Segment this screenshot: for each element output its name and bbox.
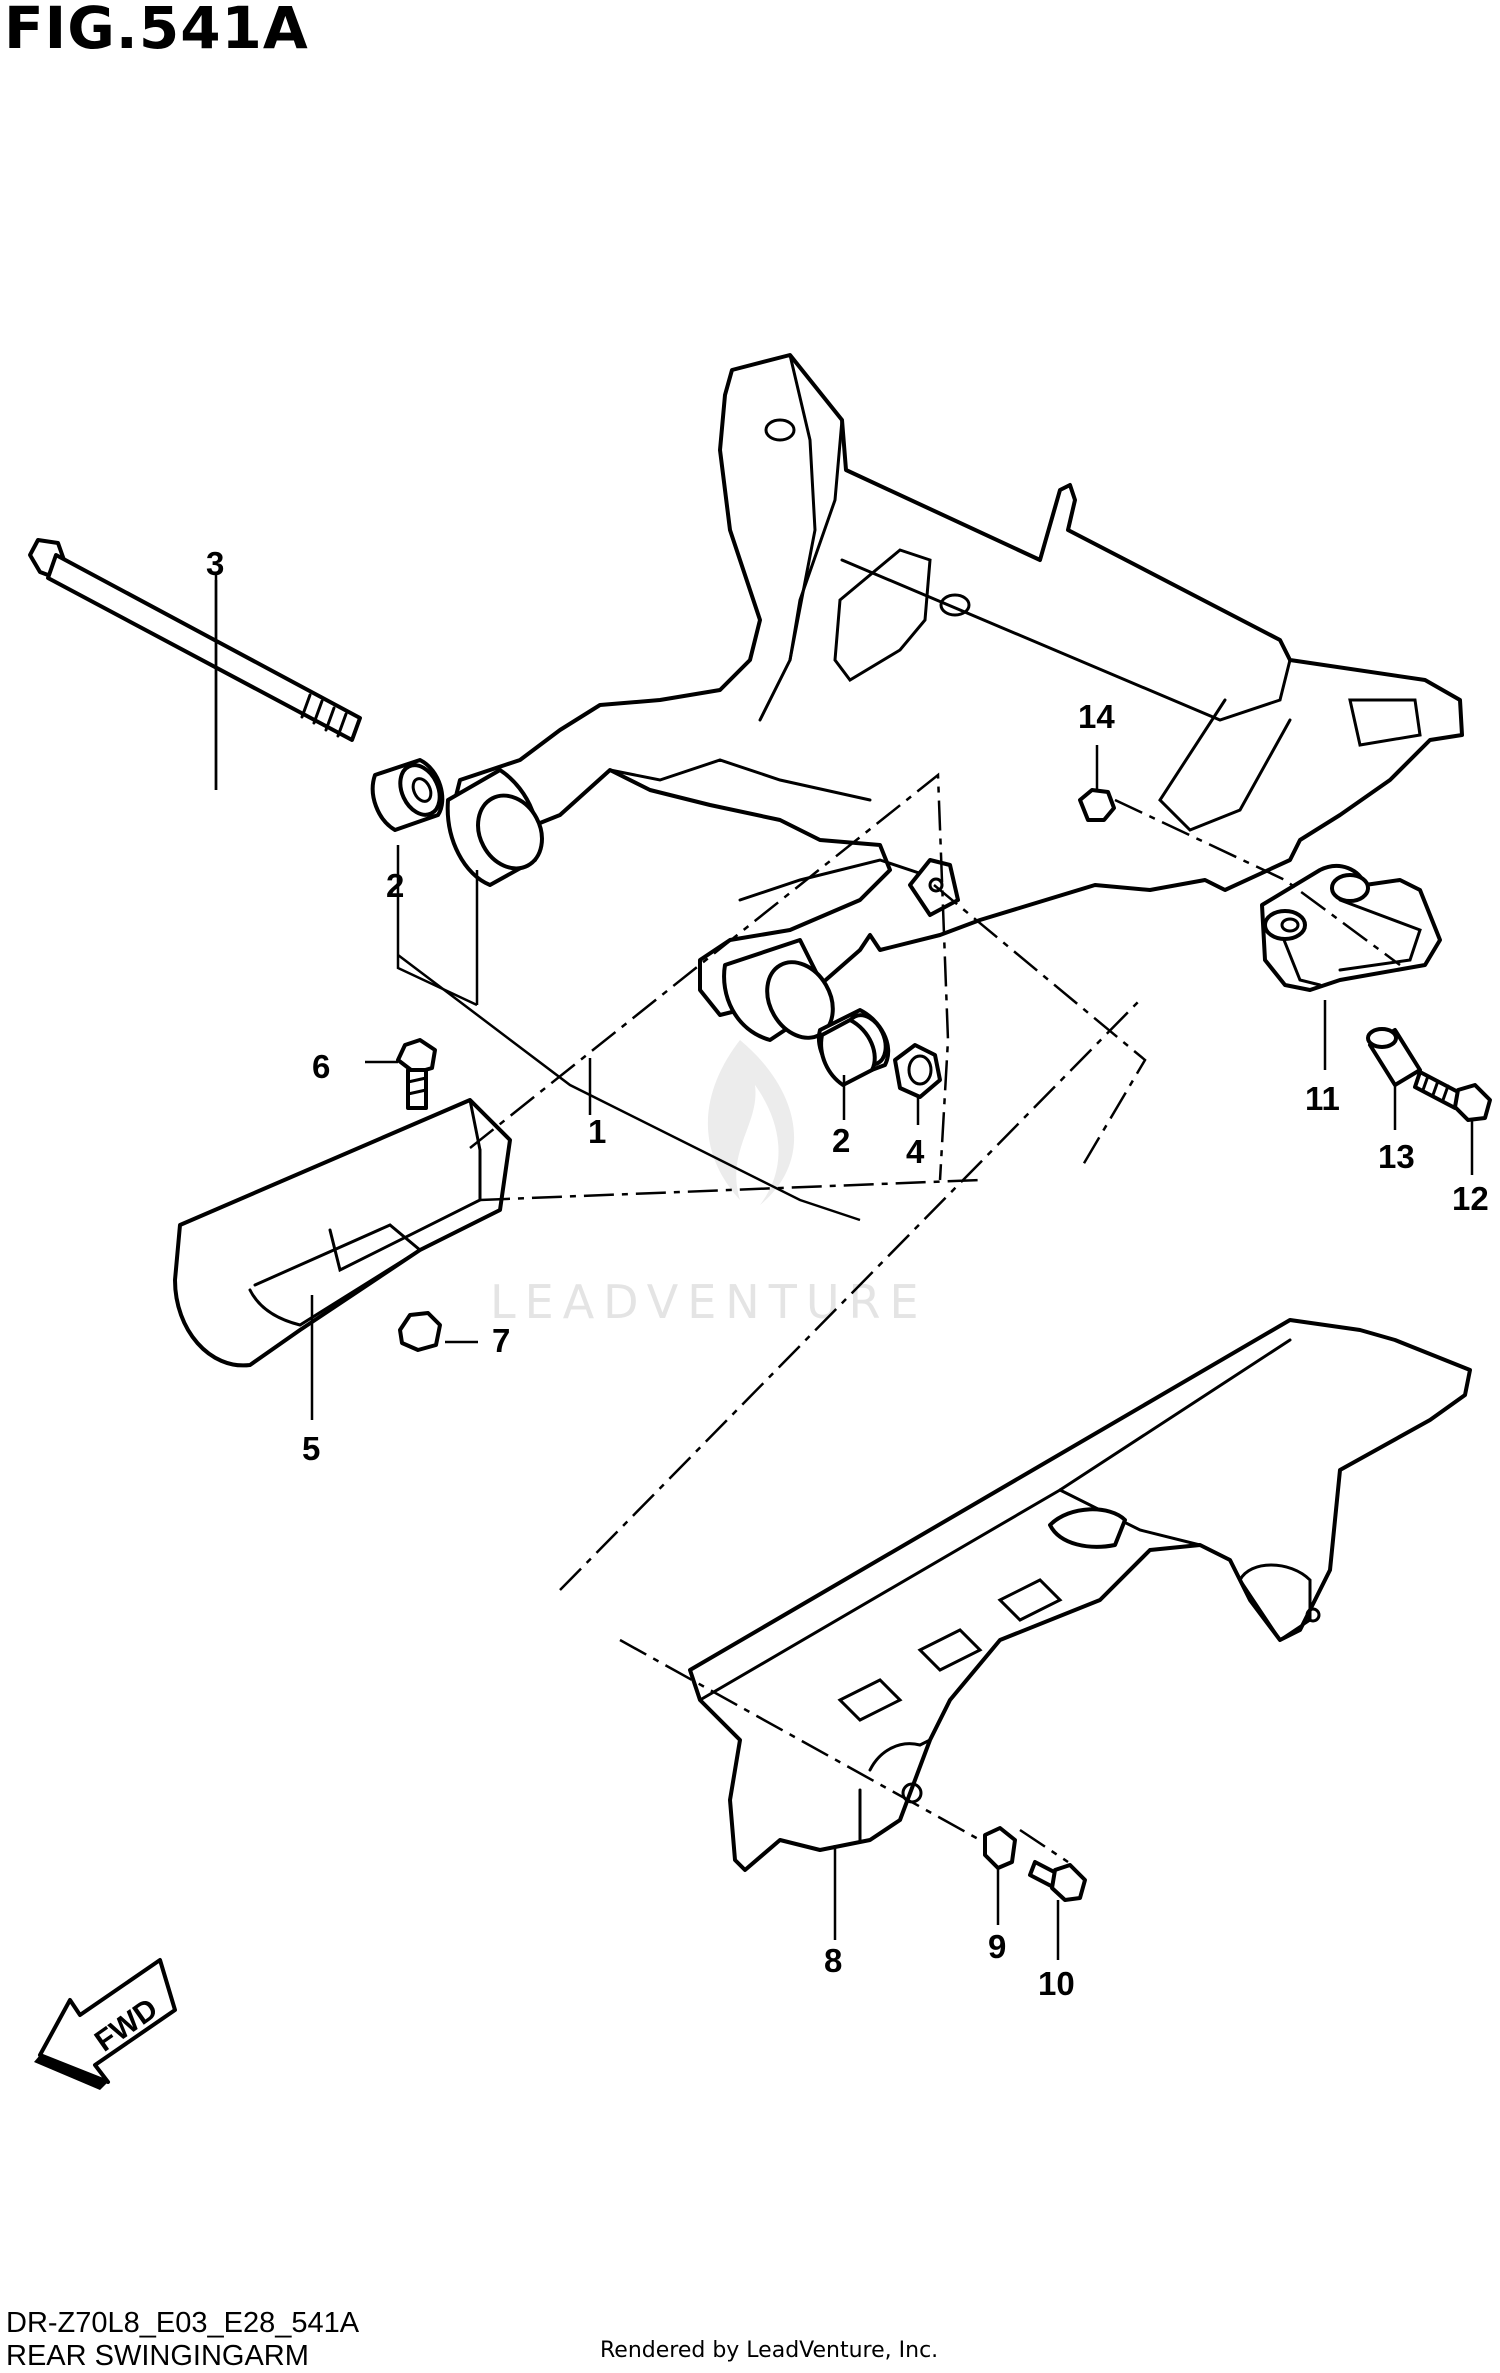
figure-title: FIG.541A — [4, 0, 309, 62]
callout-1: 1 — [588, 1113, 606, 1150]
callout-8: 8 — [824, 1942, 842, 1979]
callout-7: 7 — [492, 1322, 510, 1359]
nut-part-14 — [1078, 788, 1116, 822]
alignment-lines — [469, 772, 1401, 1864]
bolt-part-6 — [396, 1038, 437, 1110]
pivot-bolt-part-3 — [28, 538, 362, 742]
callout-9: 9 — [988, 1928, 1006, 1965]
callout-2-right: 2 — [832, 1122, 850, 1159]
bolt-part-10 — [1028, 1860, 1087, 1902]
collar-right-part-2 — [819, 1018, 877, 1087]
nut-part-7 — [398, 1311, 442, 1352]
leader-lines — [214, 575, 1474, 1960]
model-code: DR-Z70L8_E03_E28_541A — [6, 2307, 360, 2339]
bushing-part-2-left — [370, 758, 445, 832]
callout-13: 13 — [1378, 1138, 1415, 1175]
chain-buffer-part-5 — [173, 1098, 512, 1368]
callout-6: 6 — [312, 1048, 330, 1085]
spacer-part-9 — [983, 1826, 1017, 1870]
swingarm-part-1 — [445, 353, 1464, 1042]
callout-5: 5 — [302, 1430, 320, 1467]
nut-part-4 — [893, 1043, 942, 1099]
bolt-part-12 — [1413, 1070, 1492, 1122]
callout-3: 3 — [206, 545, 224, 582]
callout-10: 10 — [1038, 1965, 1075, 2002]
callout-12: 12 — [1452, 1180, 1489, 1217]
forward-direction-arrow: FWD — [34, 1958, 177, 2090]
watermark-text: LEADVENTURE — [490, 1275, 928, 1329]
callout-labels: 1 2 2 3 4 5 6 7 8 9 10 11 12 13 14 — [206, 545, 1489, 2002]
chain-guard-part-8 — [688, 1318, 1472, 1872]
section-name: REAR SWINGINGARM — [6, 2340, 309, 2372]
collar-part-13 — [1366, 1027, 1422, 1087]
callout-11: 11 — [1305, 1080, 1340, 1117]
callout-4: 4 — [906, 1133, 925, 1170]
rendered-by-credit: Rendered by LeadVenture, Inc. — [600, 2338, 939, 2363]
callout-2-left: 2 — [386, 867, 404, 904]
callout-14: 14 — [1078, 698, 1115, 735]
